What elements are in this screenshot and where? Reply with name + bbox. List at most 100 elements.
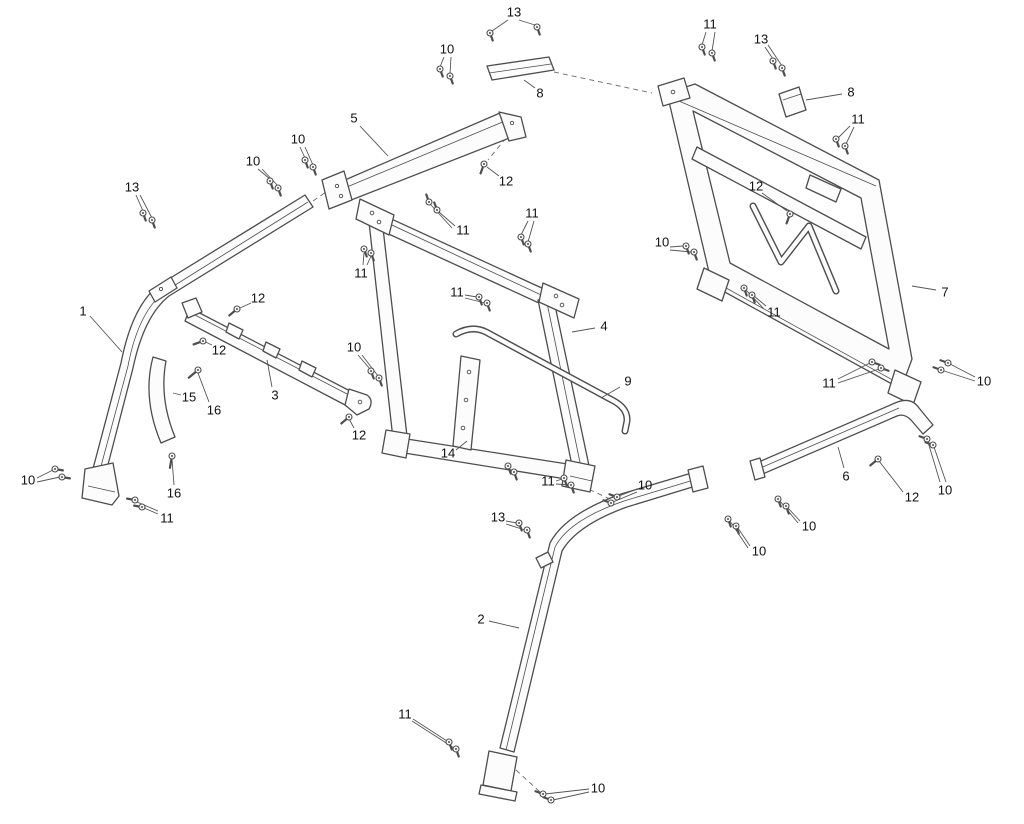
- fastener-icon: [425, 193, 433, 206]
- fastener-icon: [187, 366, 202, 379]
- fastener-icon: [479, 160, 488, 175]
- leader-line: [878, 460, 904, 493]
- leader-line: [491, 19, 509, 32]
- part-15-side-plate: [148, 356, 176, 444]
- fastener-icon: [168, 452, 176, 469]
- part-1-left-front-pillar: [81, 194, 314, 506]
- callout-label-11: 11: [160, 511, 174, 526]
- callout-label-7: 7: [941, 285, 948, 300]
- fastener-icon: [939, 359, 952, 367]
- leader-line: [527, 220, 535, 243]
- fastener-icon: [682, 242, 690, 255]
- leader-line: [669, 245, 684, 248]
- leader-line: [933, 446, 947, 483]
- fastener-icon: [608, 493, 621, 501]
- callout-label-10: 10: [638, 478, 652, 493]
- callout-label-2: 2: [477, 612, 484, 627]
- callout-label-10: 10: [802, 519, 816, 534]
- callout-label-13: 13: [125, 180, 139, 195]
- callout-label-11: 11: [456, 223, 470, 238]
- callout-label-13: 13: [507, 5, 521, 20]
- fastener-icon: [133, 503, 146, 511]
- part-2-front-pillar: [478, 465, 709, 802]
- leader-line: [544, 788, 590, 795]
- fastener-icon: [740, 284, 748, 297]
- fastener-icon: [869, 455, 882, 467]
- part-7-rear-frame: [657, 77, 922, 406]
- fastener-icon: [504, 462, 512, 475]
- construction-lines: [312, 71, 653, 793]
- leader-line: [845, 126, 855, 145]
- callout-label-16: 16: [167, 486, 181, 501]
- leader-line: [412, 718, 448, 742]
- callout-label-5: 5: [350, 111, 357, 126]
- callout-label-10: 10: [655, 235, 669, 250]
- fastener-icon: [778, 64, 786, 77]
- fasteners: [51, 23, 952, 804]
- leader-line: [837, 446, 845, 469]
- leader-line: [949, 363, 976, 378]
- callout-label-8: 8: [536, 86, 543, 101]
- leader-line: [36, 476, 61, 483]
- leader-line: [89, 315, 123, 353]
- fastener-icon: [51, 465, 64, 473]
- aux-line: [553, 71, 653, 94]
- leader-line: [361, 354, 379, 377]
- callout-label-10: 10: [752, 544, 766, 559]
- fastener-icon: [367, 367, 375, 380]
- part-9-bent-rod: [452, 325, 631, 435]
- leader-line: [197, 372, 210, 403]
- leader-line: [600, 386, 621, 399]
- leader-line: [357, 354, 371, 370]
- fastener-icon: [533, 23, 541, 36]
- fastener-icon: [517, 233, 525, 246]
- fastener-icon: [698, 43, 706, 56]
- fastener-icon: [266, 177, 274, 190]
- callout-label-11: 11: [354, 266, 368, 281]
- leader-line: [136, 501, 159, 512]
- leader-line: [837, 125, 851, 139]
- callout-label-10: 10: [291, 132, 305, 147]
- leader-line: [911, 285, 937, 291]
- leader-line: [767, 44, 783, 67]
- leader-line: [439, 56, 445, 68]
- leader-line: [711, 31, 716, 52]
- leader-line: [266, 359, 273, 388]
- callout-label-15: 15: [182, 390, 196, 405]
- fastener-icon: [360, 245, 368, 258]
- fastener-icon: [126, 496, 139, 504]
- leader-line: [837, 362, 871, 380]
- part-5-upper-cross-tube: [321, 111, 527, 210]
- fastener-icon: [228, 305, 241, 317]
- fastener-icon: [918, 435, 931, 443]
- callout-label-12: 12: [905, 490, 919, 505]
- fastener-icon: [534, 790, 547, 798]
- leader-line: [520, 220, 529, 236]
- leader-line: [36, 469, 54, 479]
- aux-line: [572, 481, 613, 501]
- aux-line: [312, 191, 327, 202]
- fastener-icon: [567, 481, 575, 494]
- callout-label-11: 11: [450, 285, 464, 300]
- fastener-icon: [483, 299, 491, 312]
- callout-label-3: 3: [271, 388, 278, 403]
- callout-label-10: 10: [977, 374, 991, 389]
- leader-line: [348, 418, 355, 429]
- fastener-icon: [602, 499, 615, 507]
- fastener-icon: [785, 210, 794, 225]
- fastener-icon: [769, 57, 777, 70]
- fastener-icon: [877, 364, 890, 372]
- callout-label-10: 10: [246, 154, 260, 169]
- leader-line: [143, 507, 159, 515]
- leader-line: [571, 327, 596, 333]
- callout-label-12: 12: [352, 428, 366, 443]
- aux-line: [515, 769, 541, 793]
- callout-label-13: 13: [491, 510, 505, 525]
- callout-label-11: 11: [525, 206, 539, 221]
- leader-line: [139, 194, 153, 219]
- fastener-icon: [148, 216, 156, 229]
- fastener-icon: [475, 293, 483, 306]
- leader-line: [172, 392, 182, 396]
- part-8-bracket-right: [778, 86, 807, 118]
- fastener-icon: [524, 240, 532, 253]
